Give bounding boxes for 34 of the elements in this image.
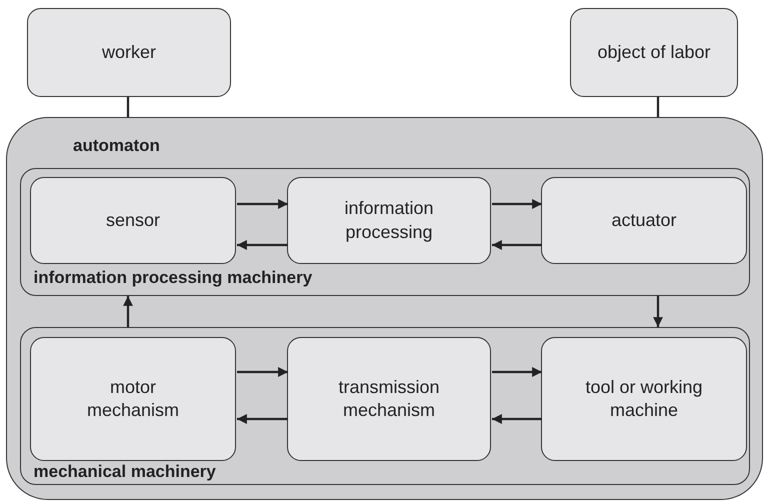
connector-line bbox=[656, 97, 660, 117]
connector-line bbox=[126, 97, 130, 117]
subsystem-panel bbox=[20, 326, 750, 484]
group-heading: mechanical machinery bbox=[34, 462, 216, 482]
component-box bbox=[541, 177, 747, 264]
arrow bbox=[237, 240, 288, 250]
group-heading: information processing machinery bbox=[34, 268, 312, 288]
node-label: motor mechanism bbox=[86, 376, 180, 422]
component-box bbox=[30, 337, 236, 461]
component-box bbox=[30, 177, 236, 264]
group-heading: automaton bbox=[73, 136, 160, 156]
arrow bbox=[123, 296, 133, 327]
node-label: worker bbox=[102, 40, 156, 64]
arrow bbox=[237, 199, 288, 209]
system-container bbox=[6, 117, 763, 500]
arrow bbox=[237, 367, 288, 377]
component-box bbox=[287, 337, 491, 461]
subsystem-panel bbox=[20, 168, 750, 296]
node-label: object of labor bbox=[597, 40, 711, 64]
entity-box bbox=[570, 8, 738, 97]
node-label: sensor bbox=[106, 208, 160, 232]
arrow bbox=[492, 414, 542, 424]
arrow bbox=[492, 199, 542, 209]
node-label: tool or working machine bbox=[584, 376, 704, 422]
node-label: actuator bbox=[611, 208, 677, 232]
component-box bbox=[287, 177, 491, 264]
arrow bbox=[492, 367, 542, 377]
component-box bbox=[541, 337, 747, 461]
node-label: information processing bbox=[343, 197, 435, 244]
node-label: transmission mechanism bbox=[337, 376, 441, 422]
arrow bbox=[492, 240, 542, 250]
entity-box bbox=[27, 8, 231, 97]
arrow bbox=[237, 414, 288, 424]
arrow bbox=[653, 296, 663, 327]
